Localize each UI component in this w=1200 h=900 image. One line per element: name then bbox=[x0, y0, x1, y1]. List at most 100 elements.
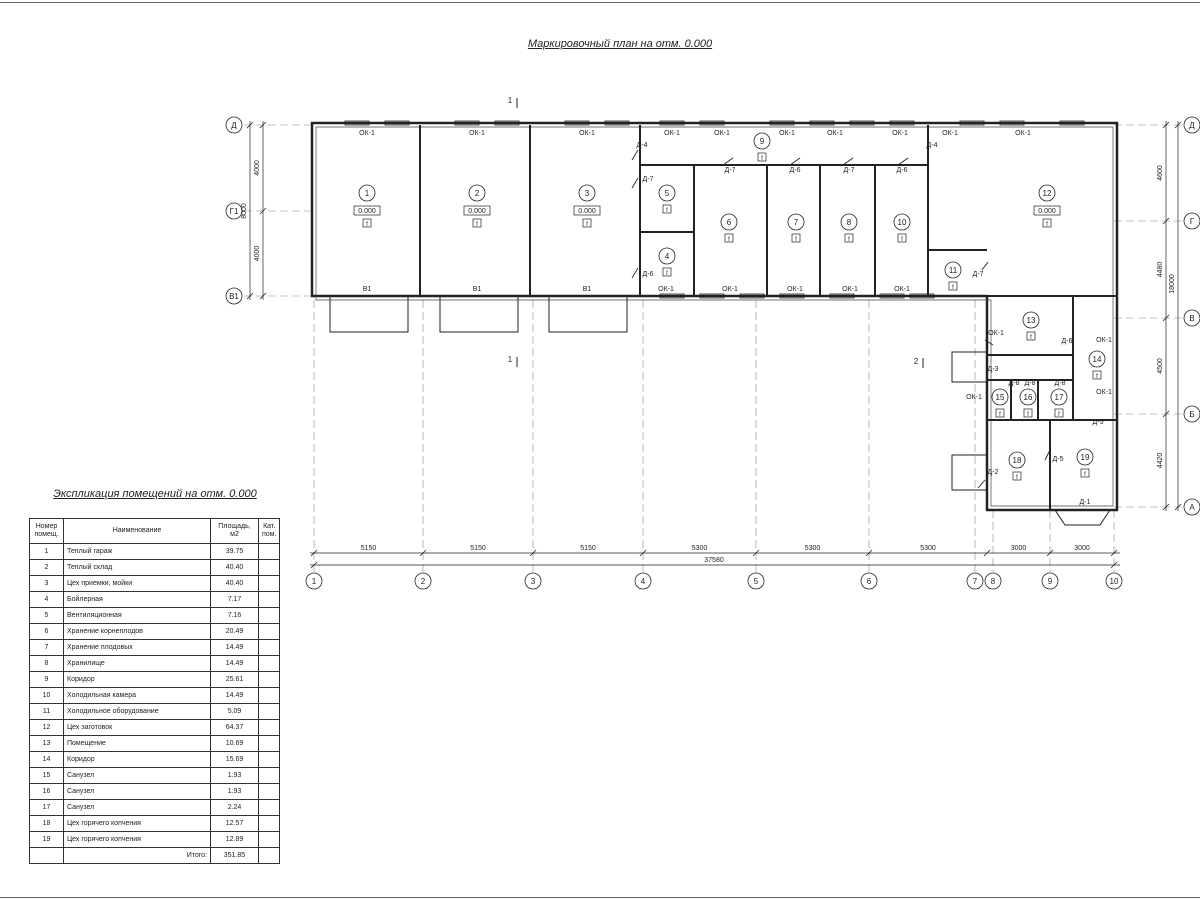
room-number-circle bbox=[658, 184, 676, 202]
opening-label: Д-6 bbox=[790, 167, 801, 174]
window-mark bbox=[779, 293, 805, 299]
room-flag-box bbox=[844, 233, 854, 243]
opening-label: Д-1 bbox=[1080, 499, 1091, 506]
cell-room-area: 15.69 bbox=[210, 751, 259, 768]
opening-label: Д-7 bbox=[725, 167, 736, 174]
window-mark bbox=[659, 293, 685, 299]
room-number: 9 bbox=[760, 137, 765, 146]
room-level: 0.000 bbox=[578, 208, 596, 215]
section-mark-label: 1 bbox=[508, 355, 513, 364]
opening-label: Д-4 bbox=[927, 142, 938, 149]
cell-room-name: Вентиляционная bbox=[63, 607, 211, 624]
window-mark bbox=[454, 120, 480, 126]
cell-room-number: 6 bbox=[29, 623, 64, 640]
cell-room-name: Бойлерная bbox=[63, 591, 211, 608]
axis-label-row-right: Д bbox=[1189, 121, 1195, 130]
dimension-tick bbox=[259, 207, 267, 215]
cell-room-number: 9 bbox=[29, 671, 64, 688]
room-number-circle bbox=[991, 388, 1009, 406]
room-flag-box bbox=[897, 233, 907, 243]
cell-room-name: Теплый гараж bbox=[63, 543, 211, 560]
room-flag: f bbox=[1084, 472, 1086, 478]
explication-header-row: Номер помещ. Наименование Площадь, м2 Ка… bbox=[29, 518, 281, 544]
dimension-tick bbox=[1162, 121, 1170, 129]
exterior-wall bbox=[310, 121, 1119, 512]
room-flag-box bbox=[472, 218, 482, 228]
opening-label: Д-5 bbox=[1053, 456, 1064, 463]
opening-label: Д-7 bbox=[973, 271, 984, 278]
window-mark bbox=[879, 293, 905, 299]
axis-bubble-row-right bbox=[1183, 498, 1200, 516]
cell-room-name: Хранение плодовых bbox=[63, 639, 211, 656]
opening-label: Д-5 bbox=[1093, 419, 1104, 426]
section-mark-label: 2 bbox=[914, 357, 919, 366]
opening-label: Д-7 bbox=[643, 176, 654, 183]
window-mark bbox=[604, 120, 630, 126]
opening-label: В1 bbox=[583, 286, 592, 293]
room-number: 1 bbox=[365, 189, 370, 198]
opening-label: ОК-1 bbox=[1096, 337, 1112, 344]
room-level: 0.000 bbox=[1038, 208, 1056, 215]
opening-label: ОК-1 bbox=[722, 286, 738, 293]
dimension-tick bbox=[246, 292, 254, 300]
cell-room-category bbox=[257, 687, 281, 704]
opening-label: В1 bbox=[363, 286, 372, 293]
cell-empty bbox=[29, 847, 64, 864]
cell-room-category bbox=[257, 671, 281, 688]
cell-room-area: 12.57 bbox=[210, 815, 259, 832]
cell-room-number: 19 bbox=[29, 831, 64, 848]
axis-bubble-column bbox=[747, 572, 765, 590]
room-number: 18 bbox=[1013, 456, 1022, 465]
window-mark bbox=[769, 120, 795, 126]
opening-label: ОК-1 bbox=[942, 130, 958, 137]
cell-room-area: 10.69 bbox=[210, 735, 259, 752]
cell-room-category bbox=[257, 655, 281, 672]
axis-bubble-row-left bbox=[225, 202, 243, 220]
opening-label: Д-8 bbox=[1009, 380, 1020, 387]
opening-label: В1 bbox=[473, 286, 482, 293]
dimension-tick bbox=[259, 292, 267, 300]
total-label: Итого: bbox=[63, 847, 211, 864]
door-swing bbox=[1044, 449, 1051, 461]
dimension-tick bbox=[1174, 503, 1182, 511]
cell-room-category bbox=[257, 639, 281, 656]
room-level-box bbox=[353, 205, 381, 216]
gate-porch bbox=[329, 295, 409, 333]
cell-room-name: Коридор bbox=[63, 751, 211, 768]
opening-label: ОК-1 bbox=[988, 330, 1004, 337]
cell-room-name: Цех заготовок bbox=[63, 719, 211, 736]
room-number-circle bbox=[358, 184, 376, 202]
axis-bubble-column bbox=[984, 572, 1002, 590]
axis-bubble-row-right bbox=[1183, 405, 1200, 423]
explication-title: Экспликация помещений на отм. 0.000 bbox=[53, 488, 257, 500]
room-flag-box bbox=[662, 204, 672, 214]
cell-room-name: Санузел bbox=[63, 767, 211, 784]
opening-label: ОК-1 bbox=[892, 130, 908, 137]
room-flag: f bbox=[728, 237, 730, 243]
cell-room-area: 20.49 bbox=[210, 623, 259, 640]
sheet-frame-bottom bbox=[0, 897, 1200, 898]
axis-label-column: 8 bbox=[991, 577, 996, 586]
room-flag: f bbox=[476, 222, 478, 228]
room-flag: f bbox=[901, 237, 903, 243]
axis-label-column: 3 bbox=[531, 577, 536, 586]
opening-label: Д-6 bbox=[897, 167, 908, 174]
cell-room-area: 40.40 bbox=[210, 575, 259, 592]
room-flag-box bbox=[1026, 331, 1036, 341]
cell-room-category bbox=[257, 767, 281, 784]
room-number-circle bbox=[578, 184, 596, 202]
plan-title: Маркировочный план на отм. 0.000 bbox=[527, 38, 713, 50]
room-flag-box bbox=[1080, 468, 1090, 478]
dimension-tick bbox=[639, 549, 647, 557]
room-number-circle bbox=[1008, 451, 1026, 469]
window-mark bbox=[384, 120, 410, 126]
opening-label: Д-8 bbox=[1025, 380, 1036, 387]
opening-label: Д-7 bbox=[844, 167, 855, 174]
dimension-tick bbox=[1162, 503, 1170, 511]
